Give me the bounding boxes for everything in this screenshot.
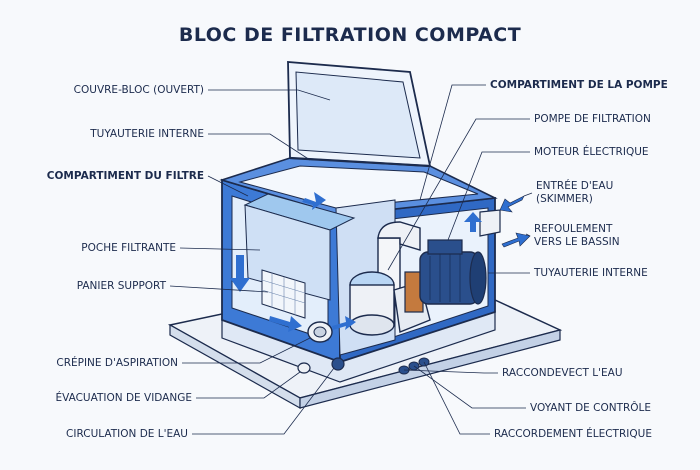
pump-housing-bottom xyxy=(349,314,395,336)
label-evacuation-vidange: ÉVACUATION DE VIDANGE xyxy=(55,392,192,404)
label-pompe-filtration: POMPE DE FILTRATION xyxy=(534,113,651,125)
base-platform-edge-right xyxy=(299,329,561,409)
leader-evacuation xyxy=(196,371,301,399)
label-moteur-electrique: MOTEUR ÉLECTRIQUE xyxy=(534,146,649,158)
leader-crepine xyxy=(182,337,311,364)
label-tuyauterie-interne-right: TUYAUTERIE INTERNE xyxy=(534,267,648,279)
label-voyant-controle: VOYANT DE CONTRÔLE xyxy=(530,402,652,414)
label-entree-eau: ENTRÉE D'EAU (SKIMMER) xyxy=(536,180,614,205)
label-raccord-eau: RACCONDEVECT L'EAU xyxy=(502,367,623,379)
diagram-title: BLOC DE FILTRATION COMPACT xyxy=(178,24,522,46)
flow-arrow-in-basket xyxy=(302,192,326,210)
return-arrow xyxy=(501,232,531,248)
motor-end-cap xyxy=(469,251,487,305)
return-port-arrow-inside xyxy=(464,212,482,232)
leader-couvre-bloc xyxy=(208,89,331,101)
label-tuyauterie-interne-left: TUYAUTERIE INTERNE xyxy=(90,128,204,140)
label-poche-filtrante: POCHE FILTRANTE xyxy=(81,242,176,254)
label-raccordement-electrique: RACCORDEMENT ÉLECTRIQUE xyxy=(494,428,652,440)
support-basket xyxy=(261,269,306,319)
leader-entree xyxy=(523,192,533,197)
circulation-port xyxy=(331,357,345,371)
internal-pipe-elbow xyxy=(377,221,421,251)
lid-inner xyxy=(295,71,421,159)
label-compartiment-filtre: COMPARTIMENT DU FILTRE xyxy=(46,170,204,182)
leader-raccord-elec xyxy=(423,361,490,435)
skimmer-port xyxy=(479,209,501,237)
inlet-arrow xyxy=(499,195,525,213)
drain-outlet xyxy=(297,362,311,374)
label-compartiment-pompe: COMPARTIMENT DE LA POMPE xyxy=(490,79,668,91)
leader-tuyauterie-left xyxy=(208,133,311,161)
lid-hinge xyxy=(289,156,431,168)
flow-arrow-down xyxy=(230,255,250,292)
flow-arrow-right xyxy=(269,316,302,332)
leader-poche xyxy=(179,247,261,251)
electric-motor xyxy=(419,251,479,305)
label-circulation-eau: CIRCULATION DE L'EAU xyxy=(66,428,188,440)
leader-raccord-eau xyxy=(403,369,498,374)
motor-terminal-box xyxy=(427,239,463,255)
label-panier-support: PANIER SUPPORT xyxy=(76,280,166,292)
leader-compartiment-pompe xyxy=(419,84,486,201)
leader-pompe xyxy=(387,118,530,271)
label-refoulement: REFOULEMENT VERS LE BASSIN xyxy=(534,223,620,248)
label-crepine-aspiration: CRÉPINE D'ASPIRATION xyxy=(56,357,178,369)
leader-compartiment-filtre xyxy=(207,175,249,197)
label-couvre-bloc: COUVRE-BLOC (OUVERT) xyxy=(73,84,204,96)
flow-arrow-to-pump xyxy=(332,316,356,330)
leader-refoulement xyxy=(525,233,531,237)
leader-circulation xyxy=(192,367,335,435)
leader-panier xyxy=(169,285,269,293)
leader-moteur xyxy=(447,151,530,241)
